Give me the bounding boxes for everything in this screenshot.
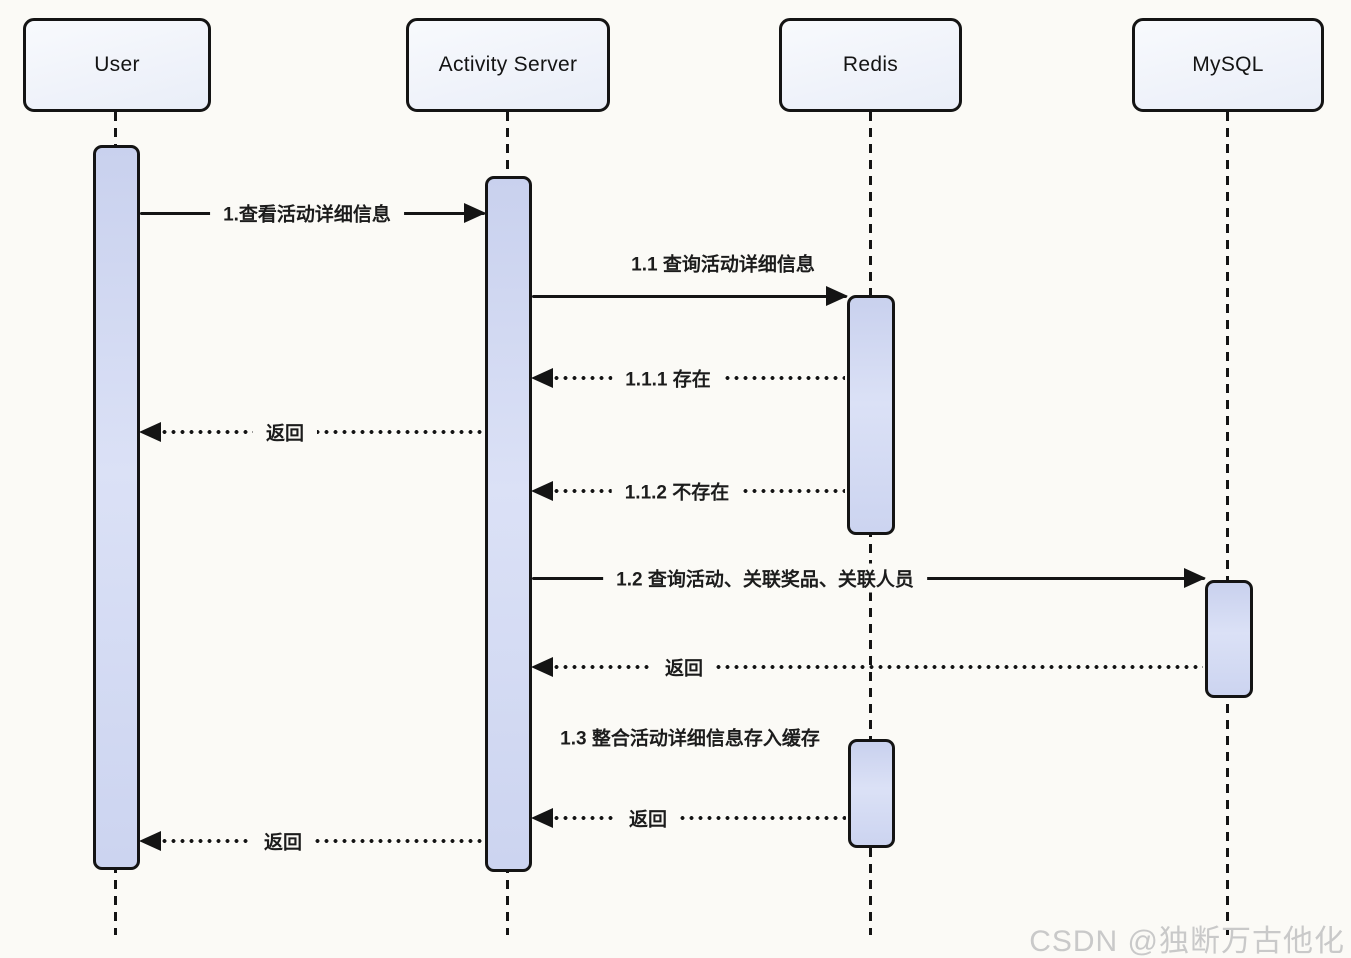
message-1-2-label: 1.2 查询活动、关联奖品、关联人员: [603, 563, 927, 593]
arrow-head-left-icon: [531, 808, 553, 828]
participant-activity-server: Activity Server: [406, 18, 610, 112]
message-1-1-label: 1.1 查询活动详细信息: [631, 254, 815, 276]
message-1-label: 1.查看活动详细信息: [210, 198, 404, 228]
arrow-head-left-icon: [531, 657, 553, 677]
activation-user: [93, 145, 140, 870]
participant-mysql: MySQL: [1132, 18, 1324, 112]
message-1-1-2-label: 1.1.2 不存在: [611, 476, 743, 506]
message-return-2-label: 返回: [651, 652, 717, 682]
arrow-head-right-icon: [826, 286, 848, 306]
activation-redis-2: [848, 739, 895, 848]
arrow-head-left-icon: [139, 422, 161, 442]
arrow-head-left-icon: [531, 481, 553, 501]
csdn-watermark: CSDN @独断万古他化: [1029, 925, 1345, 958]
participant-redis-label: Redis: [842, 53, 899, 76]
message-1-1-line: [532, 294, 847, 298]
participant-activity-server-label: Activity Server: [438, 53, 578, 76]
participant-user: User: [23, 18, 211, 112]
message-1-3-label: 1.3 整合活动详细信息存入缓存: [560, 728, 820, 750]
message-return-3-line: [534, 816, 846, 820]
participant-user-label: User: [94, 53, 140, 76]
participant-redis: Redis: [779, 18, 962, 112]
arrow-head-left-icon: [139, 831, 161, 851]
message-1-1-1-label: 1.1.1 存在: [612, 363, 724, 393]
message-return-2-line: [534, 665, 1203, 669]
arrow-head-left-icon: [531, 368, 553, 388]
activation-redis-1: [847, 295, 895, 535]
message-return-4-label: 返回: [250, 826, 316, 856]
activation-activity-server: [485, 176, 532, 872]
participant-mysql-label: MySQL: [1192, 53, 1264, 76]
lifeline-mysql: [1226, 112, 1229, 935]
message-return-3-label: 返回: [615, 803, 681, 833]
arrow-head-right-icon: [1184, 568, 1206, 588]
message-return-1-label: 返回: [252, 417, 318, 447]
activation-mysql: [1205, 580, 1253, 698]
arrow-head-right-icon: [464, 203, 486, 223]
